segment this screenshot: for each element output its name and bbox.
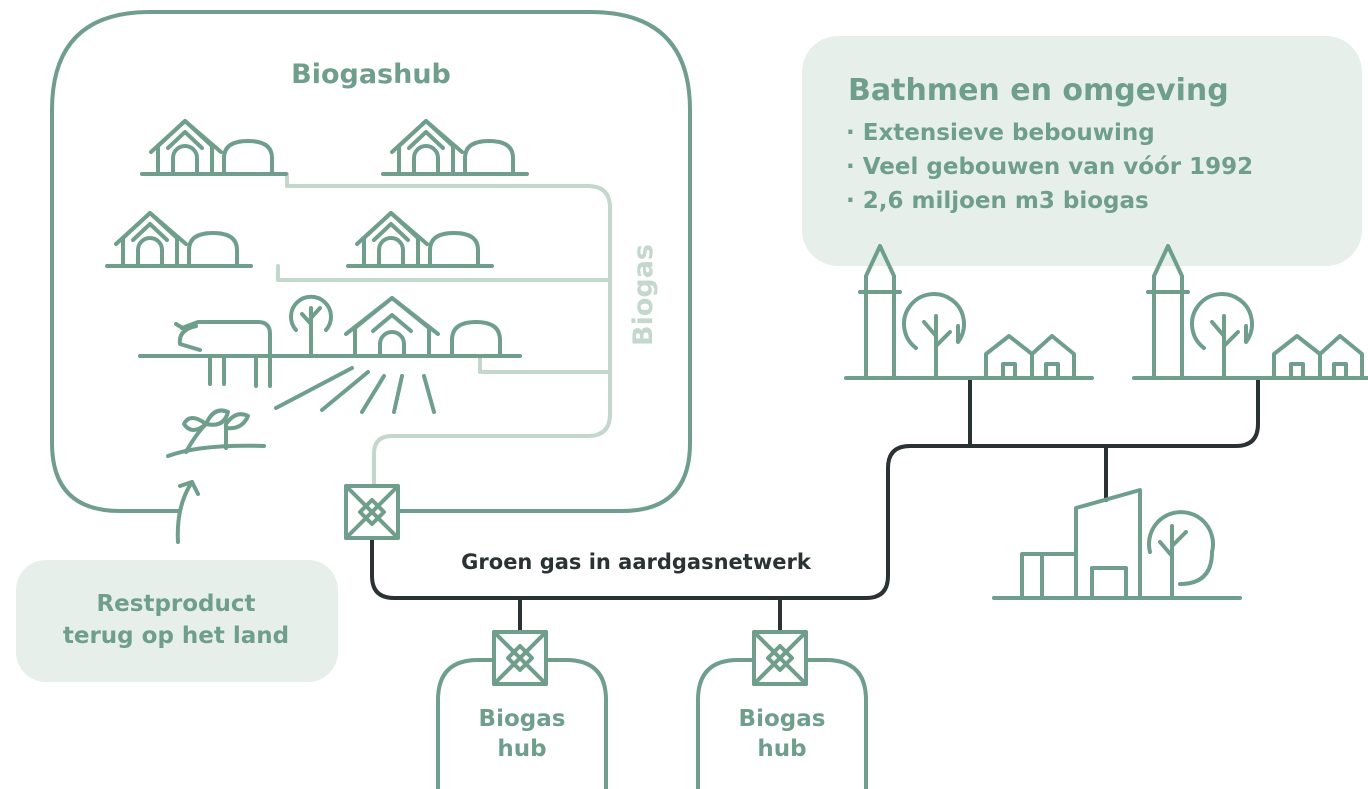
region-title: Bathmen en omgeving [848, 73, 1229, 108]
restproduct-line-1: Restproduct [96, 591, 255, 617]
small-hub-2-line-1: Biogas [739, 706, 826, 732]
station-icon [752, 630, 808, 686]
region-bullet-2: · Veel gebouwen van vóór 1992 [846, 154, 1253, 180]
cow-farm-group [138, 294, 522, 414]
small-hub-2-line-2: hub [757, 736, 806, 762]
field-rows-icon [274, 366, 436, 414]
biogas-pipe-label: Biogas [628, 244, 659, 346]
restproduct-line-2: terug op het land [63, 623, 289, 649]
cow-icon [174, 320, 272, 388]
farm-icon [346, 211, 494, 268]
small-hub-1-line-2: hub [497, 736, 546, 762]
gas-network-line [370, 376, 1260, 600]
region-bullet-1: · Extensieve bebouwing [846, 120, 1155, 146]
small-hub-1 [436, 658, 608, 789]
farm-icon [140, 119, 288, 176]
biogas-pipes [276, 172, 612, 488]
region-panel [802, 36, 1362, 266]
injection-station-icon [344, 484, 400, 540]
network-label: Groen gas in aardgasnetwerk [461, 550, 812, 574]
industrial-building-icon [992, 488, 1242, 600]
farm-icon [381, 119, 529, 176]
farm-icon [105, 211, 253, 268]
tree-icon [289, 294, 333, 358]
restproduct-panel [16, 560, 338, 682]
return-arrow-icon [175, 480, 200, 544]
station-icon [492, 630, 548, 686]
small-hub-2 [696, 658, 868, 789]
hub-boundary [50, 10, 692, 513]
sprout-icon [166, 408, 266, 458]
hub-title: Biogashub [291, 59, 451, 90]
small-hub-1-line-1: Biogas [479, 706, 566, 732]
region-bullet-3: · 2,6 miljoen m3 biogas [846, 188, 1149, 214]
